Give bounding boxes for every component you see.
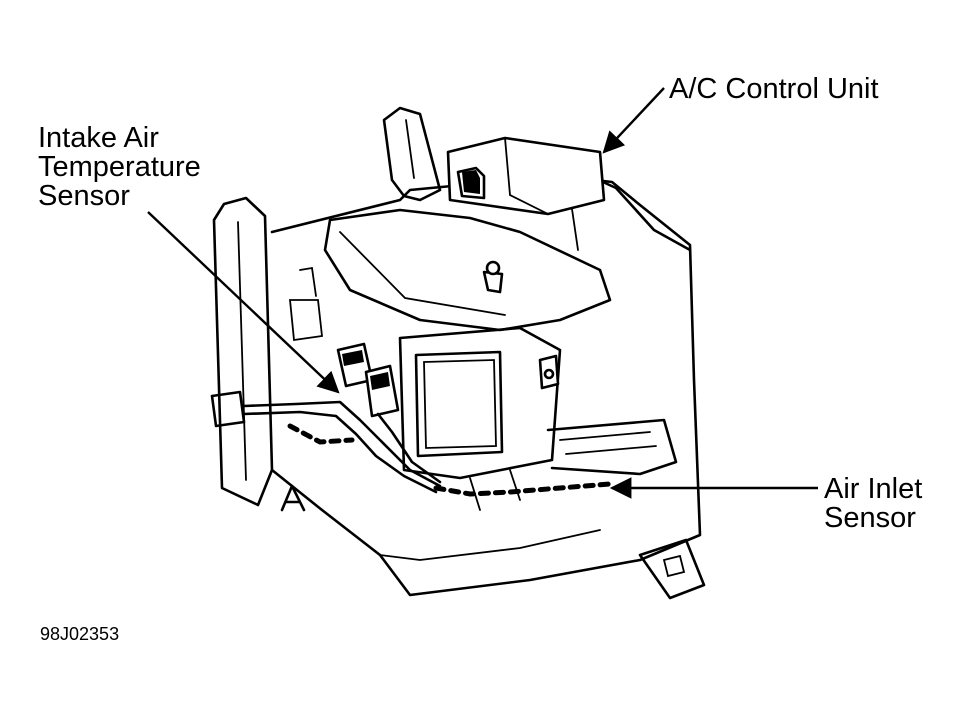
intake-air-line-2: Temperature <box>38 151 201 183</box>
figure-id: 98J02353 <box>40 624 120 644</box>
ac-control-unit-label: A/C Control Unit <box>669 75 879 104</box>
intake-air-sensor-leader <box>147 211 340 394</box>
ac-control-unit-shape <box>446 136 606 216</box>
air-inlet-line-1: Air Inlet <box>824 473 923 505</box>
intake-air-line-1: Intake Air <box>38 122 159 154</box>
ac-control-unit-leader <box>602 87 665 154</box>
air-inlet-sensor-label: Air Inlet Sensor <box>824 475 922 533</box>
hvac-housing <box>210 106 706 600</box>
intake-air-line-3: Sensor <box>38 180 130 212</box>
intake-air-temperature-sensor-label: Intake Air Temperature Sensor <box>38 124 201 211</box>
wiring-harness <box>242 400 613 497</box>
leader-lines <box>147 87 818 499</box>
intake-air-temperature-sensor-shape <box>336 342 400 418</box>
air-inlet-line-2: Sensor <box>824 502 916 534</box>
ac-control-unit-text: A/C Control Unit <box>669 73 879 105</box>
